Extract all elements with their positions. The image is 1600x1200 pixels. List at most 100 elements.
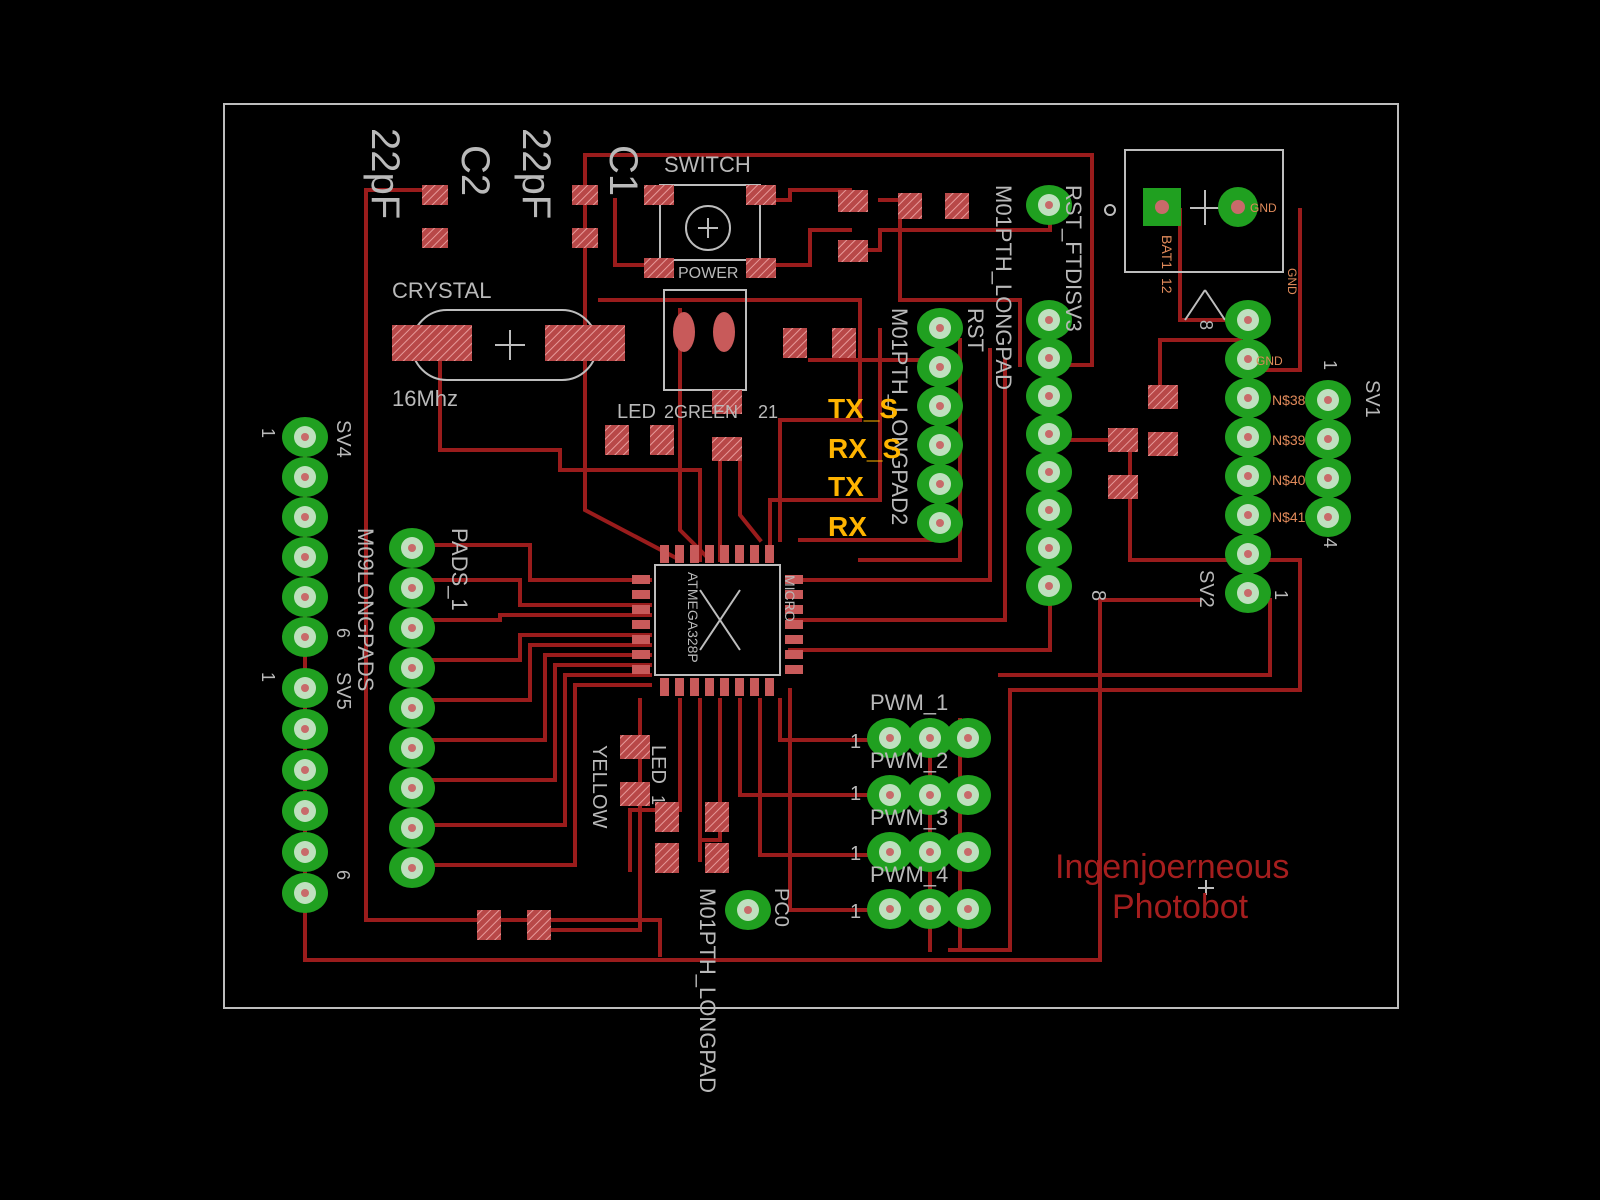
label-header8-pin8: 8 xyxy=(1087,590,1109,601)
pads1-pad-9 xyxy=(389,848,435,888)
label-pwm2: PWM_2 xyxy=(870,748,948,773)
label-c1-name: C1 xyxy=(601,145,645,196)
rst-header-pad-5 xyxy=(917,464,963,504)
pwm3-pin-1 xyxy=(867,832,913,872)
label-sv2-pin1: 1 xyxy=(1271,590,1291,600)
sv2-pad-5 xyxy=(1225,456,1271,496)
label-sv4: SV4 xyxy=(332,420,354,458)
label-led-green: LED xyxy=(617,401,656,423)
ftdi-header-pad-2 xyxy=(1026,338,1072,378)
pc0-pad-1 xyxy=(725,890,771,930)
rst-header-pad-2 xyxy=(917,347,963,387)
pwm2-pin-3 xyxy=(945,775,991,815)
rst-header-pad-4 xyxy=(917,425,963,465)
label-led-yellow: LED xyxy=(647,745,669,784)
label-net40: N$40 xyxy=(1272,472,1306,488)
through-hole-pads xyxy=(282,185,1351,930)
label-switch: SWITCH xyxy=(664,152,751,177)
label-c2-value: 22pF xyxy=(363,128,407,219)
label-bat-net: 12 xyxy=(1159,278,1175,294)
label-m01-b: M01PTH_LONGPAD2 xyxy=(887,308,912,525)
label-sv4-pin1: 1 xyxy=(258,428,278,438)
label-net38: N$38 xyxy=(1272,392,1306,408)
sv5-pad-5 xyxy=(282,832,328,872)
label-led-yellow-suffix: 1 xyxy=(648,795,668,805)
label-rst-ftdi: RST_FTDISV3 xyxy=(1061,185,1086,332)
brand-line2: Photobot xyxy=(1112,888,1249,926)
label-c1-value: 22pF xyxy=(514,128,558,219)
ftdi-header-pad-6 xyxy=(1026,490,1072,530)
pads1-pad-2 xyxy=(389,568,435,608)
overlay-tx-s: TX_S xyxy=(828,393,898,424)
rst-header-pad-1 xyxy=(917,308,963,348)
label-power: POWER xyxy=(678,265,738,282)
overlay-tx: TX xyxy=(828,471,864,502)
ftdi-header-pad-4 xyxy=(1026,414,1072,454)
label-sv5-pin1: 1 xyxy=(258,672,278,682)
pwm4-pin-1 xyxy=(867,889,913,929)
sv4-pad-1 xyxy=(282,417,328,457)
ftdi-header-pad-1 xyxy=(1026,300,1072,340)
pwm1-pin-1 xyxy=(867,718,913,758)
sv4-pad-4 xyxy=(282,537,328,577)
label-sv1-pin1: 1 xyxy=(1320,360,1340,370)
label-sv2-pin8: 8 xyxy=(1196,320,1216,330)
pads1-pad-8 xyxy=(389,808,435,848)
sv5-pad-6 xyxy=(282,873,328,913)
overlay-rx: RX xyxy=(828,511,867,542)
sv1-pad-1 xyxy=(1305,380,1351,420)
label-pwm4: PWM_4 xyxy=(870,862,948,887)
smd-pads xyxy=(392,185,1258,940)
label-crystal-freq: 16Mhz xyxy=(392,386,458,411)
sv4-pad-2 xyxy=(282,457,328,497)
sv1-pad-4 xyxy=(1305,497,1351,537)
sv2-pad-8 xyxy=(1225,573,1271,613)
sv4-pad-6 xyxy=(282,617,328,657)
ftdi-header-pad-3 xyxy=(1026,376,1072,416)
label-sv4-pin6: 6 xyxy=(333,628,353,638)
label-net41: N$41 xyxy=(1272,509,1306,525)
sv5-pad-4 xyxy=(282,791,328,831)
sv2-pad-6 xyxy=(1225,495,1271,535)
label-m01-c: M01PTH_LONGPAD xyxy=(695,888,720,1093)
sv5-pad-3 xyxy=(282,750,328,790)
label-pads1: PADS_1 xyxy=(447,528,472,611)
uart-annotations: TX_S RX_S TX RX xyxy=(828,393,901,542)
label-sv5-pin6: 6 xyxy=(333,870,353,880)
label-pwm1: PWM_1 xyxy=(870,690,948,715)
sv5-pad-1 xyxy=(282,668,328,708)
label-pwm2-pin: 1 xyxy=(850,783,861,805)
label-pwm1-pin: 1 xyxy=(850,731,861,753)
label-m01-a: M01PTH_LONGPAD xyxy=(991,185,1016,390)
sv4-pad-5 xyxy=(282,577,328,617)
sv1-pad-2 xyxy=(1305,419,1351,459)
label-pwm4-pin: 1 xyxy=(850,901,861,923)
label-pc0: PC0 xyxy=(770,888,792,927)
label-m09: M09LONGPADS xyxy=(353,528,378,691)
pads1-pad-1 xyxy=(389,528,435,568)
rst-header-pad-3 xyxy=(917,386,963,426)
label-sv2: SV2 xyxy=(1195,570,1217,608)
silkscreen-labels: 22pF C2 22pF C1 SWITCH POWER CRYSTAL 16M… xyxy=(258,128,1383,1093)
brand-line1: Ingenjoerneous xyxy=(1055,848,1289,886)
pads1-pad-4 xyxy=(389,648,435,688)
label-c2-name: C2 xyxy=(453,145,497,196)
sv4-pad-3 xyxy=(282,497,328,537)
ftdi-header-pad-5 xyxy=(1026,452,1072,492)
rst-ftdi-pad-1 xyxy=(1026,185,1072,225)
label-micro: MICRO xyxy=(782,575,798,622)
sv5-pad-2 xyxy=(282,709,328,749)
label-sv1-pin4: 4 xyxy=(1320,538,1340,548)
overlay-rx-s: RX_S xyxy=(828,433,901,464)
sv2-pad-1 xyxy=(1225,300,1271,340)
board-branding: Ingenjoerneous Photobot xyxy=(1055,848,1289,926)
pwm1-pin-3 xyxy=(945,718,991,758)
pads1-pad-6 xyxy=(389,728,435,768)
pads1-pad-7 xyxy=(389,768,435,808)
pwm3-pin-2 xyxy=(907,832,953,872)
board-outline xyxy=(223,103,1399,1009)
label-net39: N$39 xyxy=(1272,432,1306,448)
ftdi-header-pad-8 xyxy=(1026,566,1072,606)
pwm4-pin-2 xyxy=(907,889,953,929)
